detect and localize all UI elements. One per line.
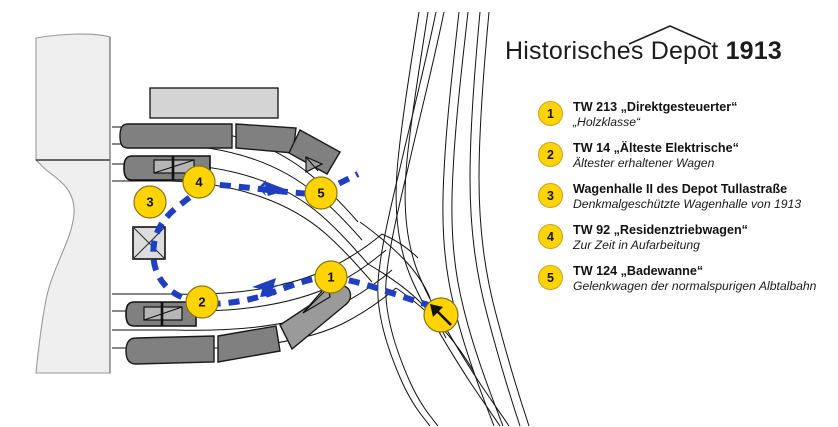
title-normal: Historisches Depot: [505, 37, 726, 65]
legend-item-2[interactable]: 2 TW 14 „Älteste Elektrische“ Ältester e…: [538, 141, 838, 173]
building-upper-block: [35, 33, 111, 161]
legend-text-1: TW 213 „Direktgesteuerter“ „Holzklasse“: [573, 100, 737, 130]
legend-text-4: TW 92 „Residenztriebwagen“ Zur Zeit in A…: [573, 223, 748, 253]
page-title-text: Historisches Depot 1913: [505, 36, 782, 66]
legend-text-5: TW 124 „Badewanne“ Gelenkwagen der norma…: [573, 264, 816, 294]
legend-text-3: Wagenhalle II des Depot Tullastraße Denk…: [573, 182, 801, 212]
legend-title-1: TW 213 „Direktgesteuerter“: [573, 100, 738, 114]
legend-item-5[interactable]: 5 TW 124 „Badewanne“ Gelenkwagen der nor…: [538, 264, 838, 296]
legend-title-4: TW 92 „Residenztriebwagen“: [573, 223, 748, 237]
arrow-up-left-icon: [430, 304, 452, 326]
wagenhalle-rectangle: [149, 87, 279, 119]
legend-badge-1: 1: [538, 101, 563, 126]
page-title: Historisches Depot 1913: [505, 25, 835, 74]
legend-title-3: Wagenhalle II des Depot Tullastraße: [573, 182, 788, 196]
map-marker-1[interactable]: [314, 260, 348, 294]
tram-lower-articulated: [125, 285, 352, 365]
legend-badge-2: 2: [538, 142, 563, 167]
building-lower-block: [34, 159, 111, 374]
tram-upper-articulated: [119, 123, 341, 175]
legend-badge-3: 3: [538, 183, 563, 208]
legend-subtitle-5: Gelenkwagen der normalspurigen Albtalbah…: [573, 279, 817, 293]
legend-subtitle-1: „Holzklasse“: [573, 115, 641, 129]
legend-list: 1 TW 213 „Direktgesteuerter“ „Holzklasse…: [538, 100, 838, 305]
depot-building-outline: [34, 33, 111, 374]
route-arrowheads: [252, 180, 290, 297]
legend-badge-5: 5: [538, 265, 563, 290]
track-lines-mainline: [359, 11, 530, 427]
tram-lower-short-wagon: [125, 301, 197, 327]
legend-title-5: TW 124 „Badewanne“: [573, 264, 704, 278]
legend-subtitle-2: Ältester erhaltener Wagen: [573, 156, 715, 170]
map-marker-5[interactable]: [304, 176, 338, 210]
route-entry-marker[interactable]: [423, 297, 459, 333]
legend-item-3[interactable]: 3 Wagenhalle II des Depot Tullastraße De…: [538, 182, 838, 214]
legend-item-4[interactable]: 4 TW 92 „Residenztriebwagen“ Zur Zeit in…: [538, 223, 838, 255]
map-marker-4[interactable]: [182, 165, 216, 199]
house-roof-icon: [628, 25, 712, 45]
pantograph-symbol-upper: [305, 156, 324, 173]
legend-subtitle-3: Denkmalgeschützte Wagenhalle von 1913: [573, 197, 802, 211]
map-marker-circles[interactable]: [133, 165, 348, 319]
legend-item-1[interactable]: 1 TW 213 „Direktgesteuerter“ „Holzklasse…: [538, 100, 838, 132]
legend-badge-4: 4: [538, 224, 563, 249]
map-marker-3[interactable]: [133, 185, 167, 219]
map-marker-2[interactable]: [185, 285, 219, 319]
legend-title-2: TW 14 „Älteste Elektrische“: [573, 141, 739, 155]
legend-subtitle-4: Zur Zeit in Aufarbeitung: [573, 238, 700, 252]
legend-text-2: TW 14 „Älteste Elektrische“ Ältester erh…: [573, 141, 739, 171]
title-bold: 1913: [725, 37, 782, 65]
